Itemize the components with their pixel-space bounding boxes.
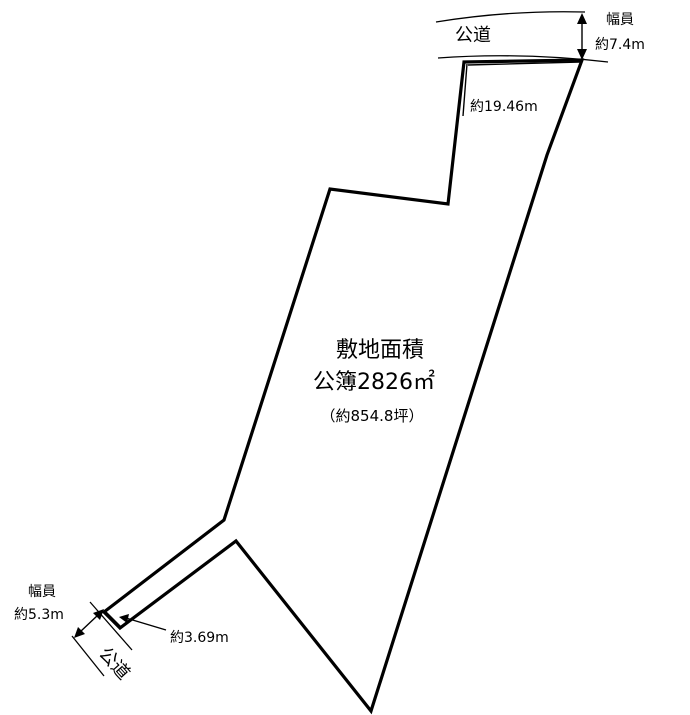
top-road-width-arrowhead-up: [577, 13, 587, 24]
bottom-frontage-dimension-line: [105, 611, 123, 629]
bottom-frontage-leader: [125, 617, 167, 631]
lot-boundary: [101, 58, 585, 715]
bottom-road-edge-inner: [89, 601, 133, 651]
bottom-road-width-arrowhead-a: [74, 627, 85, 638]
bottom-road-width-arrow: [79, 614, 99, 633]
top-frontage-dimension-line: [467, 61, 581, 66]
top-road-width-label: 幅員: [606, 12, 634, 28]
top-road-upper-edge: [435, 11, 586, 23]
bottom-road-width-value: 約5.3m: [14, 607, 64, 623]
area-tsubo: （約854.8坪）: [321, 407, 424, 425]
bottom-frontage-label: 約3.69m: [170, 630, 229, 646]
bottom-road-width-label: 幅員: [28, 584, 56, 600]
top-road-lower-edge: [437, 55, 609, 63]
top-frontage-label: 約19.46m: [470, 99, 538, 115]
top-road-width-arrowhead-down: [577, 49, 587, 60]
area-title: 敷地面積: [336, 338, 424, 363]
bottom-road-label: 公道: [94, 643, 134, 684]
top-frontage-tick-left: [462, 63, 468, 117]
area-registered: 公簿2826㎡: [313, 369, 435, 395]
top-road-width-value: 約7.4m: [595, 37, 645, 53]
top-road-label: 公道: [455, 25, 491, 46]
bottom-road-width-arrowhead-b: [93, 609, 104, 620]
bottom-frontage-leader-arrowhead: [119, 614, 129, 623]
bottom-road-edge-outer: [71, 635, 105, 677]
